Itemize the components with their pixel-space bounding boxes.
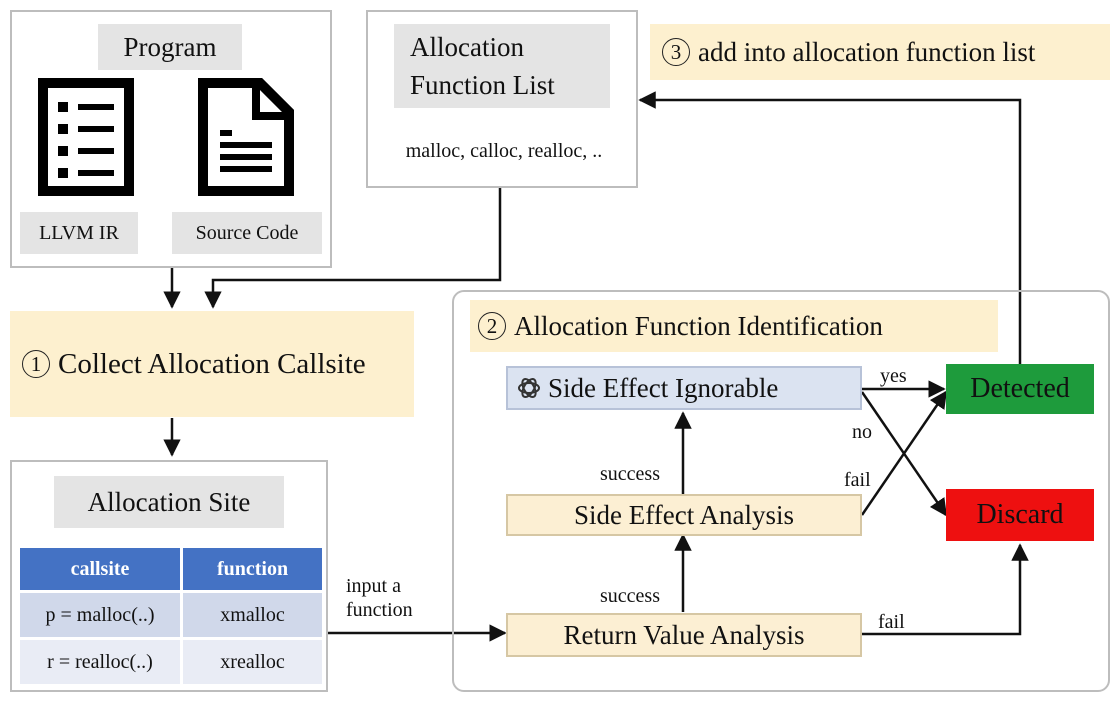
table-row: p = malloc(..) xmalloc <box>20 590 322 637</box>
step2-banner: 2 Allocation Function Identification <box>470 300 998 352</box>
step2-label: Allocation Function Identification <box>514 310 883 341</box>
arrow-list-to-collect <box>204 188 502 309</box>
side-effect-analysis-node: Side Effect Analysis <box>506 494 862 536</box>
table-header-callsite: callsite <box>20 548 183 590</box>
alloc-list-title-line2: Function List <box>410 70 555 100</box>
table-cell-function: xmalloc <box>183 590 322 637</box>
step1-label: Collect Allocation Callsite <box>58 347 366 380</box>
discard-node: Discard <box>946 489 1094 541</box>
allocation-site-table: callsite function p = malloc(..) xmalloc… <box>20 548 322 684</box>
openai-logo-icon <box>518 377 540 399</box>
edge-label-success-bottom: success <box>600 585 660 607</box>
side-effect-ignorable-node: Side Effect Ignorable <box>506 366 862 410</box>
table-cell-callsite: r = realloc(..) <box>20 637 183 684</box>
edge-label-fail-side: fail <box>844 469 871 491</box>
table-row: r = realloc(..) xrealloc <box>20 637 322 684</box>
alloc-list-items: malloc, calloc, realloc, .. <box>405 140 603 162</box>
step3-label: add into allocation function list <box>698 36 1036 67</box>
program-title: Program <box>98 24 242 70</box>
input-function-label-line2: function <box>346 599 413 621</box>
step3-number-badge: 3 <box>662 38 690 66</box>
collect-callsite-box: 1 Collect Allocation Callsite <box>10 311 414 417</box>
step1-number-badge: 1 <box>22 350 50 378</box>
discard-label: Discard <box>976 499 1064 530</box>
return-value-analysis-node: Return Value Analysis <box>506 613 862 657</box>
detected-node: Detected <box>946 364 1094 414</box>
arrow-return-to-discard <box>862 543 1029 636</box>
llvm-ir-label: LLVM IR <box>20 212 138 254</box>
edge-label-yes: yes <box>880 365 907 387</box>
alloc-list-title-line1: Allocation <box>410 32 524 62</box>
side-effect-ignorable-label: Side Effect Ignorable <box>548 372 779 403</box>
edge-label-no: no <box>852 421 872 443</box>
edge-label-success-top: success <box>600 463 660 485</box>
return-value-analysis-label: Return Value Analysis <box>563 619 805 650</box>
table-header-row: callsite function <box>20 548 322 590</box>
allocation-site-panel: Allocation Site callsite function p = ma… <box>10 460 328 692</box>
alloc-function-list-panel: Allocation Function List malloc, calloc,… <box>366 10 638 188</box>
table-cell-function: xrealloc <box>183 637 322 684</box>
input-function-label-line1: input a <box>346 575 401 597</box>
step2-number-badge: 2 <box>478 312 506 340</box>
detected-label: Detected <box>970 373 1070 404</box>
step3-banner: 3 add into allocation function list <box>650 24 1110 80</box>
table-cell-callsite: p = malloc(..) <box>20 590 183 637</box>
alloc-list-title: Allocation Function List <box>394 24 610 108</box>
side-effect-analysis-label: Side Effect Analysis <box>574 499 794 530</box>
list-document-icon <box>38 78 134 196</box>
input-function-label: input a function <box>346 574 456 622</box>
source-code-label: Source Code <box>172 212 322 254</box>
allocation-site-title: Allocation Site <box>54 476 284 528</box>
arrow-sideanalysis-to-detected <box>860 390 948 516</box>
identification-panel <box>452 290 1110 692</box>
arrow-detected-to-list <box>638 91 1022 364</box>
edge-label-fail-return: fail <box>878 611 905 633</box>
file-text-icon <box>198 78 294 196</box>
program-panel: Program LLVM IR Source Code <box>10 10 332 268</box>
table-header-function: function <box>183 548 322 590</box>
